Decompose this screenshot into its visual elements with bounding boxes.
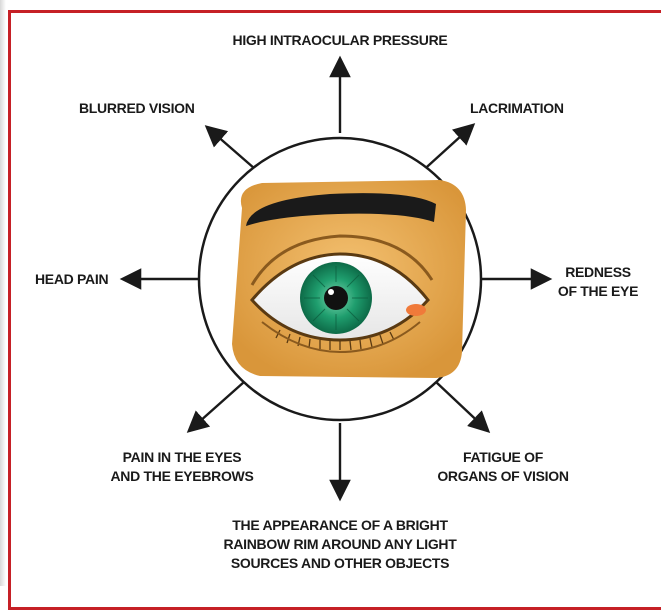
label-blurred-vision: BLURRED VISION xyxy=(79,99,239,118)
label-lacrimation: LACRIMATION xyxy=(470,99,610,118)
diagram-frame: HIGH INTRAOCULAR PRESSURE BLURRED VISION… xyxy=(0,0,661,586)
label-head-pain: HEAD PAIN xyxy=(35,270,125,289)
pupil xyxy=(324,286,348,310)
label-rainbow-rim: THE APPEARANCE OF A BRIGHT RAINBOW RIM A… xyxy=(180,516,500,573)
arrow-bottom-left xyxy=(190,382,244,430)
label-high-intraocular-pressure: HIGH INTRAOCULAR PRESSURE xyxy=(190,31,490,50)
label-pain-in-eyes-and-eyebrows: PAIN IN THE EYES AND THE EYEBROWS xyxy=(96,448,268,486)
pupil-highlight xyxy=(328,289,334,295)
eye-icon xyxy=(232,180,466,378)
tear-duct xyxy=(406,304,426,316)
arrow-bottom-right xyxy=(436,382,487,430)
label-redness-of-the-eye: REDNESS OF THE EYE xyxy=(542,263,654,301)
label-fatigue-of-organs-of-vision: FATIGUE OF ORGANS OF VISION xyxy=(418,448,588,486)
